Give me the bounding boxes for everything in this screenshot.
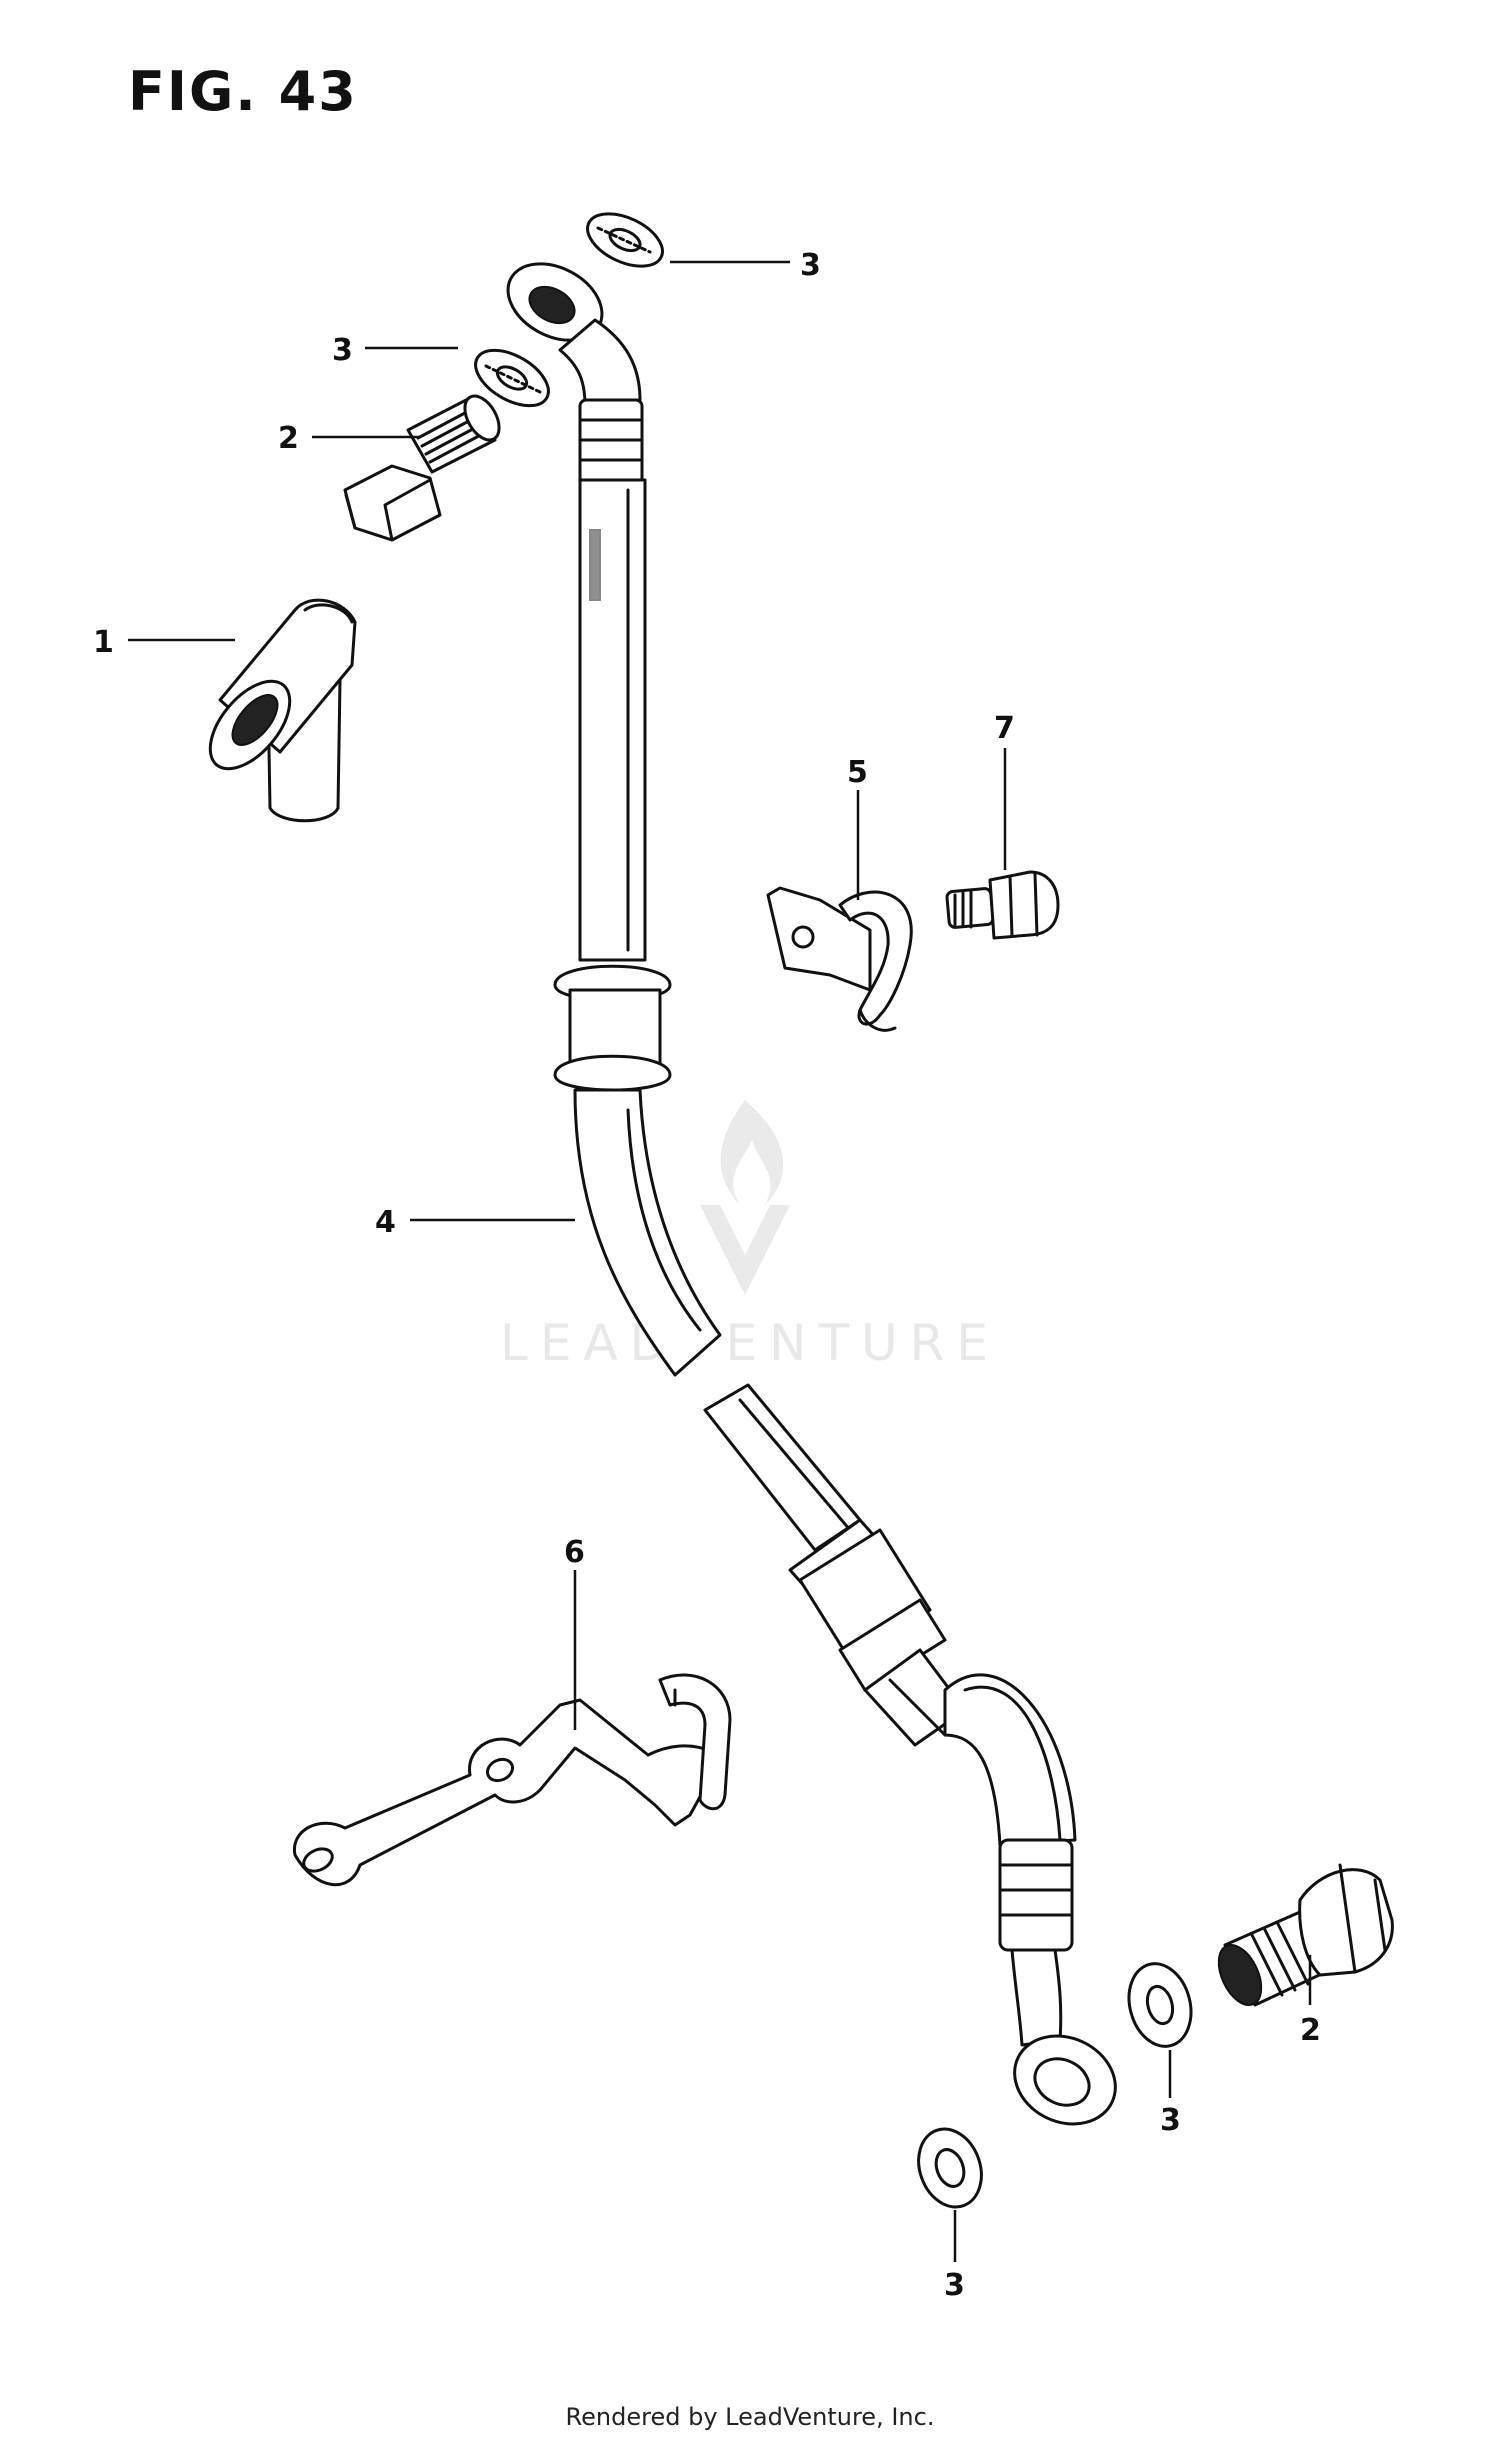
leader-lines <box>128 260 1312 2262</box>
brake-hose[interactable] <box>495 249 1130 2141</box>
watermark-text: LEADVENTURE <box>500 1314 1000 1372</box>
washer-lower-right[interactable] <box>1120 1957 1200 2054</box>
callout-3-lower: 3 <box>944 2268 965 2303</box>
figure-title: FIG. 43 <box>128 60 358 123</box>
callout-4: 4 <box>375 1205 396 1240</box>
hose-bracket[interactable] <box>293 1673 732 1887</box>
watermark-logo: LEADVENTURE <box>500 1100 1000 1372</box>
callout-6: 6 <box>564 1535 585 1570</box>
callout-2-upper: 2 <box>278 421 299 456</box>
rubber-boot[interactable] <box>195 598 357 823</box>
callout-5: 5 <box>847 755 868 790</box>
hose-clamp[interactable] <box>766 886 913 1032</box>
union-bolt-upper[interactable] <box>340 390 506 542</box>
callout-7: 7 <box>994 711 1015 746</box>
washer-upper-left[interactable] <box>466 339 557 417</box>
callout-3-lower-right: 3 <box>1160 2103 1181 2138</box>
bolt-small[interactable] <box>945 870 1060 940</box>
callout-labels: 3 3 2 1 7 5 4 6 2 3 3 <box>93 248 1321 2303</box>
washer-top[interactable] <box>579 203 670 277</box>
callout-2-lower: 2 <box>1300 2013 1321 2048</box>
washer-lower-banjo[interactable] <box>908 2120 992 2216</box>
union-bolt-lower[interactable] <box>1210 1863 1394 2012</box>
callout-1: 1 <box>93 625 114 660</box>
callout-3-upper-left: 3 <box>332 333 353 368</box>
footer-credit: Rendered by LeadVenture, Inc. <box>566 2403 935 2431</box>
callout-3-top: 3 <box>800 248 821 283</box>
